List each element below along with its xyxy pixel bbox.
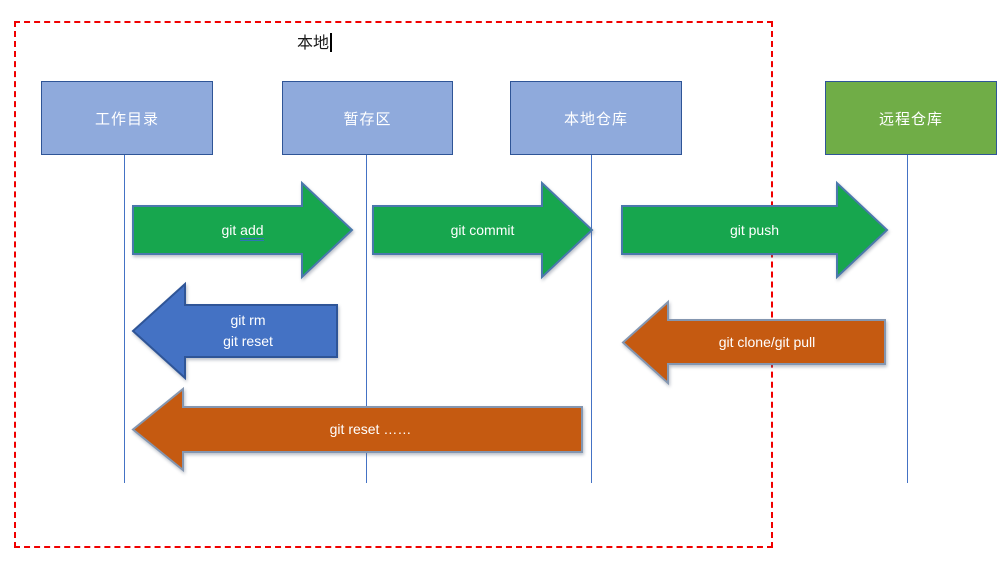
lifeline-working-directory[interactable] <box>124 155 125 483</box>
lifeline-remote-repo[interactable] <box>907 155 908 483</box>
text-cursor <box>330 33 332 52</box>
arrow-git-reset-long[interactable]: git reset …… <box>131 386 583 473</box>
lifeline-local-repo[interactable] <box>591 155 592 483</box>
node-local-repo-label: 本地仓库 <box>563 110 628 128</box>
right-arrow-shape <box>372 180 594 280</box>
arrow-git-push[interactable]: git push <box>621 180 889 280</box>
frame-title[interactable]: 本地 <box>297 29 332 53</box>
arrow-git-commit[interactable]: git commit <box>372 180 594 280</box>
node-staging-area[interactable]: 暂存区 <box>282 81 453 155</box>
local-boundary-frame[interactable] <box>14 21 773 548</box>
node-local-repo[interactable]: 本地仓库 <box>510 81 682 155</box>
node-working-directory-label: 工作目录 <box>94 110 159 128</box>
node-working-directory[interactable]: 工作目录 <box>41 81 213 155</box>
node-remote-repo-label: 远程仓库 <box>878 110 943 128</box>
lifeline-staging-area[interactable] <box>366 155 367 483</box>
node-remote-repo[interactable]: 远程仓库 <box>825 81 997 155</box>
arrow-git-clone-pull[interactable]: git clone/git pull <box>621 299 886 386</box>
left-arrow-shape <box>621 299 886 386</box>
frame-title-text: 本地 <box>297 35 330 52</box>
arrow-git-rm-reset[interactable]: git rm git reset <box>131 281 338 381</box>
left-arrow-shape <box>131 281 338 381</box>
left-arrow-shape <box>131 386 583 473</box>
node-staging-area-label: 暂存区 <box>343 110 392 128</box>
right-arrow-shape <box>132 180 354 280</box>
arrow-git-add[interactable]: git add <box>132 180 354 280</box>
right-arrow-shape <box>621 180 889 280</box>
